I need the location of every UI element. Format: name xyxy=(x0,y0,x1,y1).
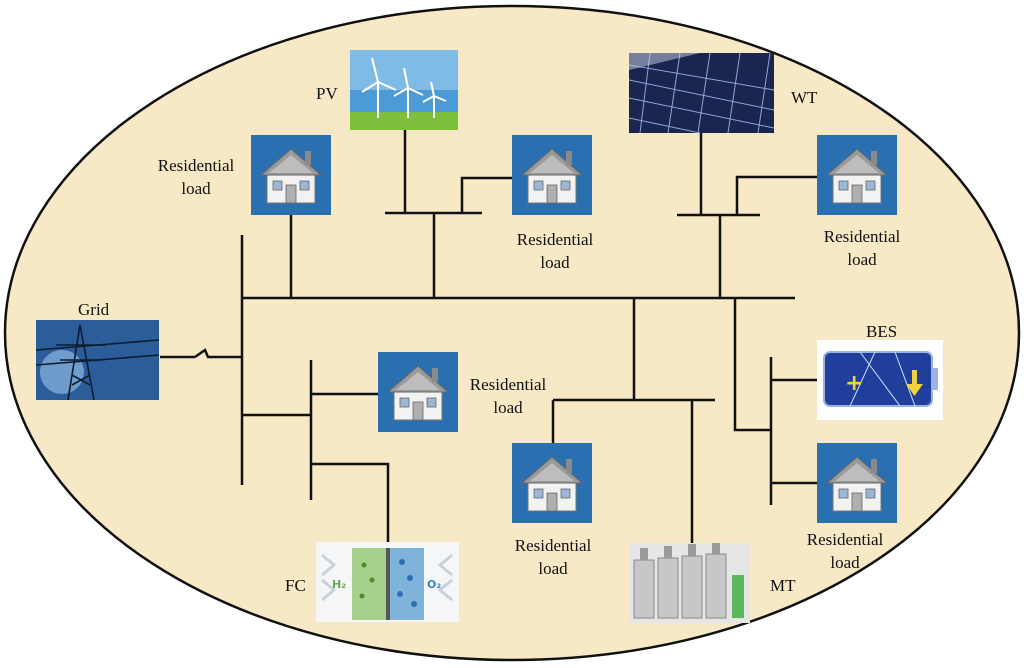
house-icon xyxy=(816,134,898,216)
bes-image: + xyxy=(817,340,943,420)
grid-label: Grid xyxy=(78,300,110,319)
svg-text:+: + xyxy=(845,371,863,396)
pv-image xyxy=(350,50,458,130)
fc-o2-label: O₂ xyxy=(427,578,441,591)
bus-wiring xyxy=(160,130,820,545)
mt-label: MT xyxy=(770,576,796,595)
fc-h2-label: H₂ xyxy=(332,578,346,591)
house-icon xyxy=(250,134,332,216)
house-icon xyxy=(511,134,593,216)
bes-label: BES xyxy=(866,322,898,341)
fc-image: H₂ O₂ xyxy=(316,542,459,622)
house-icon xyxy=(377,351,459,433)
mt-image xyxy=(630,543,750,623)
wt-label: WT xyxy=(791,88,818,107)
house-icon xyxy=(511,442,593,524)
pv-label: PV xyxy=(316,84,338,103)
fc-label: FC xyxy=(285,576,306,595)
wt-image xyxy=(628,52,775,134)
house-icon xyxy=(816,442,898,524)
grid-image xyxy=(35,320,160,401)
